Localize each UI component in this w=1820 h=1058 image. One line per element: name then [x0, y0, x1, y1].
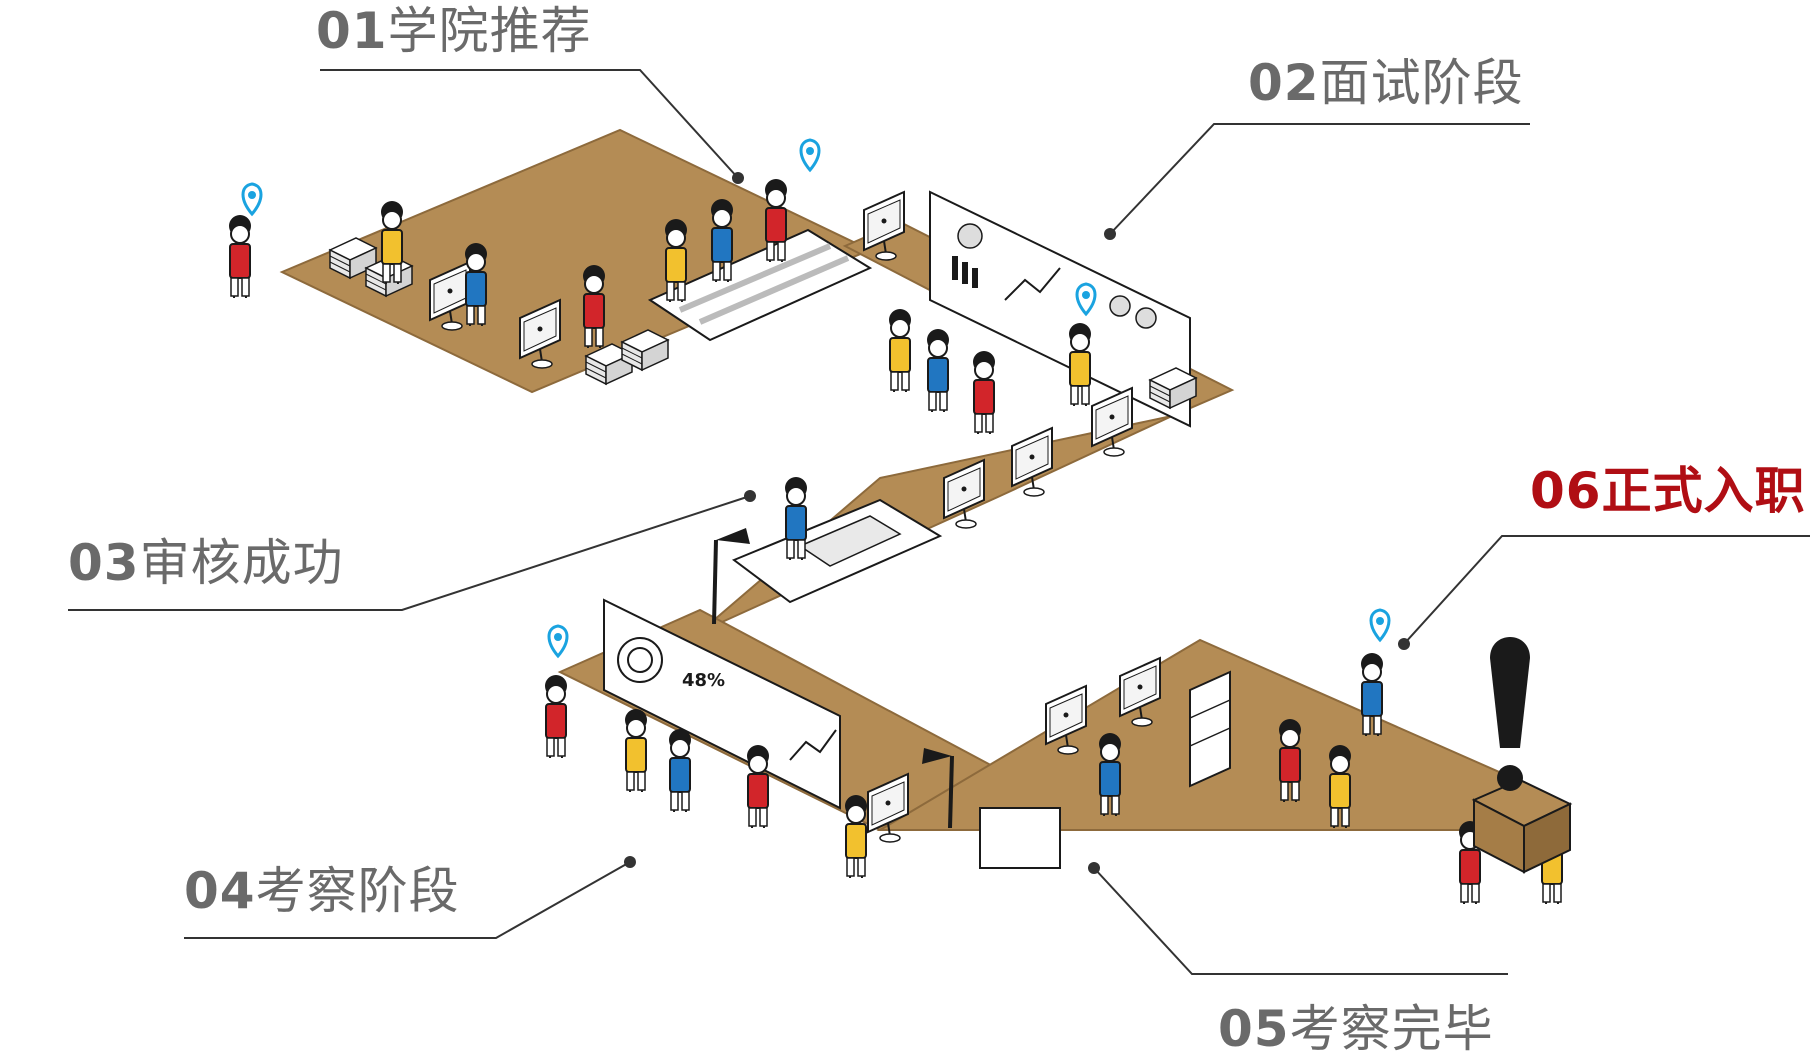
person-figure	[668, 728, 692, 813]
leader-lines	[68, 69, 1810, 975]
person-figure	[1068, 322, 1092, 407]
panel-percent: 48%	[682, 670, 725, 691]
person-figure	[888, 308, 912, 393]
person-figure	[844, 794, 868, 879]
meeting-table	[647, 228, 873, 342]
person-figure	[972, 350, 996, 435]
location-pin-icon	[799, 138, 821, 172]
stage-label-01: 01学院推荐	[316, 2, 592, 60]
floor-stage-3	[699, 415, 1173, 633]
location-pin-icon	[1369, 608, 1391, 642]
stage-label-03: 03审核成功	[68, 534, 344, 592]
person-figure	[544, 674, 568, 759]
location-pin-icon	[547, 624, 569, 658]
box-icon	[1471, 778, 1573, 874]
stage-label-04: 04考察阶段	[184, 862, 460, 920]
bookshelf-icon	[1189, 670, 1231, 788]
location-pin-icon	[241, 182, 263, 216]
person-figure	[746, 744, 770, 829]
stage-label-06: 06正式入职	[1530, 462, 1806, 520]
presentation-board-1	[929, 190, 1191, 428]
person-blue-1	[228, 214, 252, 299]
person-figure	[624, 708, 648, 793]
presentation-board-2	[603, 598, 841, 810]
person-figure	[228, 214, 252, 299]
exclamation-mark-icon	[1490, 637, 1530, 791]
person-figure	[926, 328, 950, 413]
stage-label-05: 05考察完毕	[1218, 1000, 1494, 1058]
stage-label-02: 02面试阶段	[1248, 54, 1524, 112]
desk-lamp-icon	[712, 539, 718, 625]
